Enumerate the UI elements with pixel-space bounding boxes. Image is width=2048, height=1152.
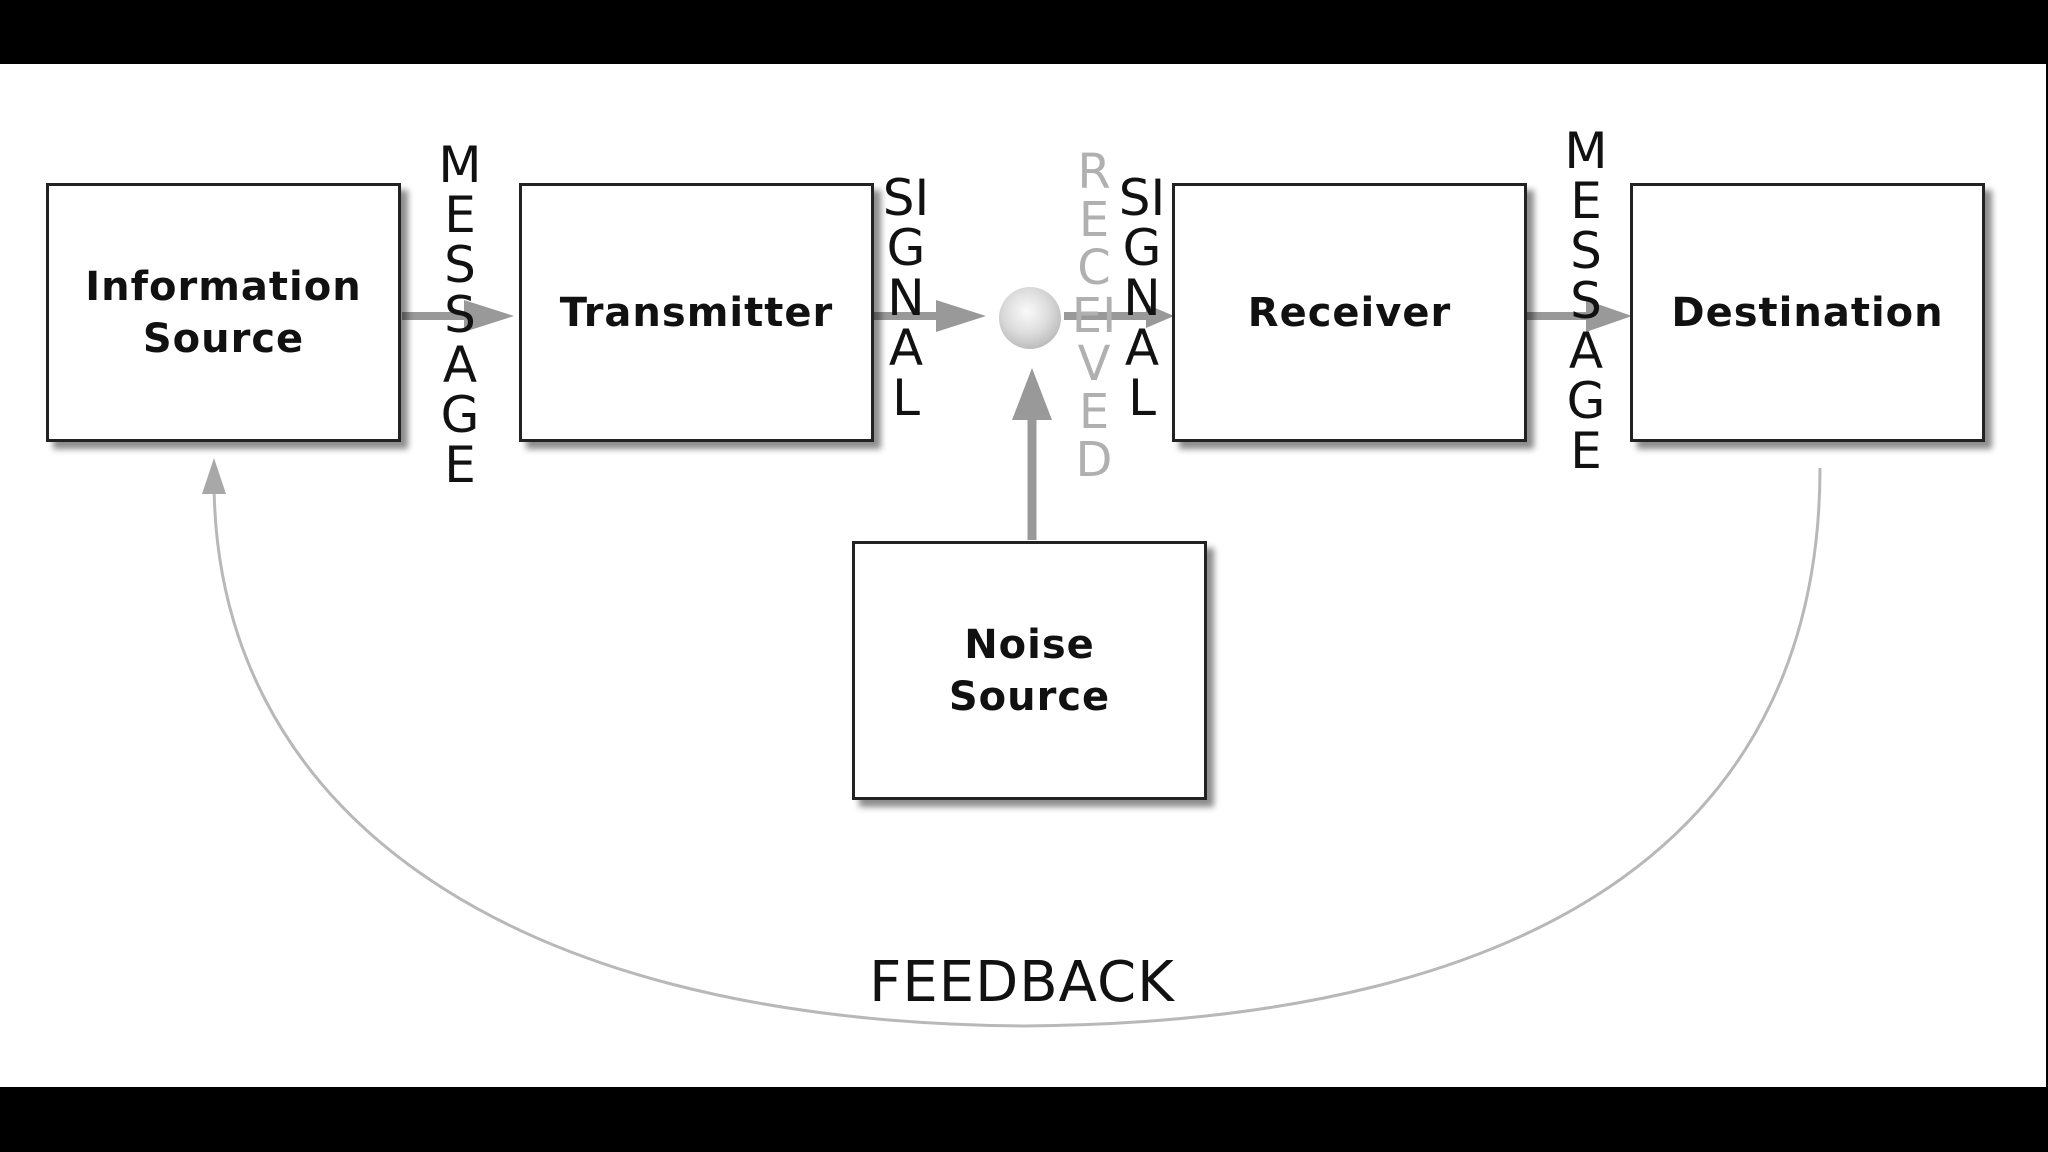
message-arrow-right-head (1586, 300, 1632, 332)
information-source-box: Information Source (46, 183, 401, 442)
transmitter-label: Transmitter (559, 289, 834, 336)
feedback-label: FEEDBACK (869, 950, 1175, 1015)
receiver-box: Receiver (1172, 183, 1527, 442)
top-letterbox-bar (0, 0, 2048, 64)
noise-source-box: Noise Source (852, 541, 1207, 800)
receiver-label: Receiver (1247, 289, 1452, 336)
noise-arrow-head (1012, 368, 1052, 420)
noise-source-label: Noise Source (948, 621, 1111, 720)
received-signal-arrow-head (1146, 304, 1174, 328)
signal-arrow-head (936, 300, 986, 332)
feedback-curve (212, 467, 1822, 1028)
destination-label: Destination (1671, 289, 1944, 336)
message-label-left: MESSAGE (438, 136, 482, 494)
destination-box: Destination (1630, 183, 1985, 442)
transmitter-box: Transmitter (519, 183, 874, 442)
received-signal-label: SIGNAL (1118, 169, 1166, 427)
received-label: RECEIVED (1071, 144, 1117, 488)
signal-junction-node (999, 287, 1061, 349)
information-source-label: Information Source (85, 263, 362, 362)
feedback-arrowhead (202, 458, 226, 494)
message-arrow-left-head (464, 300, 514, 332)
message-label-right: MESSAGE (1564, 122, 1608, 480)
bottom-letterbox-bar (0, 1087, 2048, 1152)
signal-label: SIGNAL (882, 169, 930, 427)
